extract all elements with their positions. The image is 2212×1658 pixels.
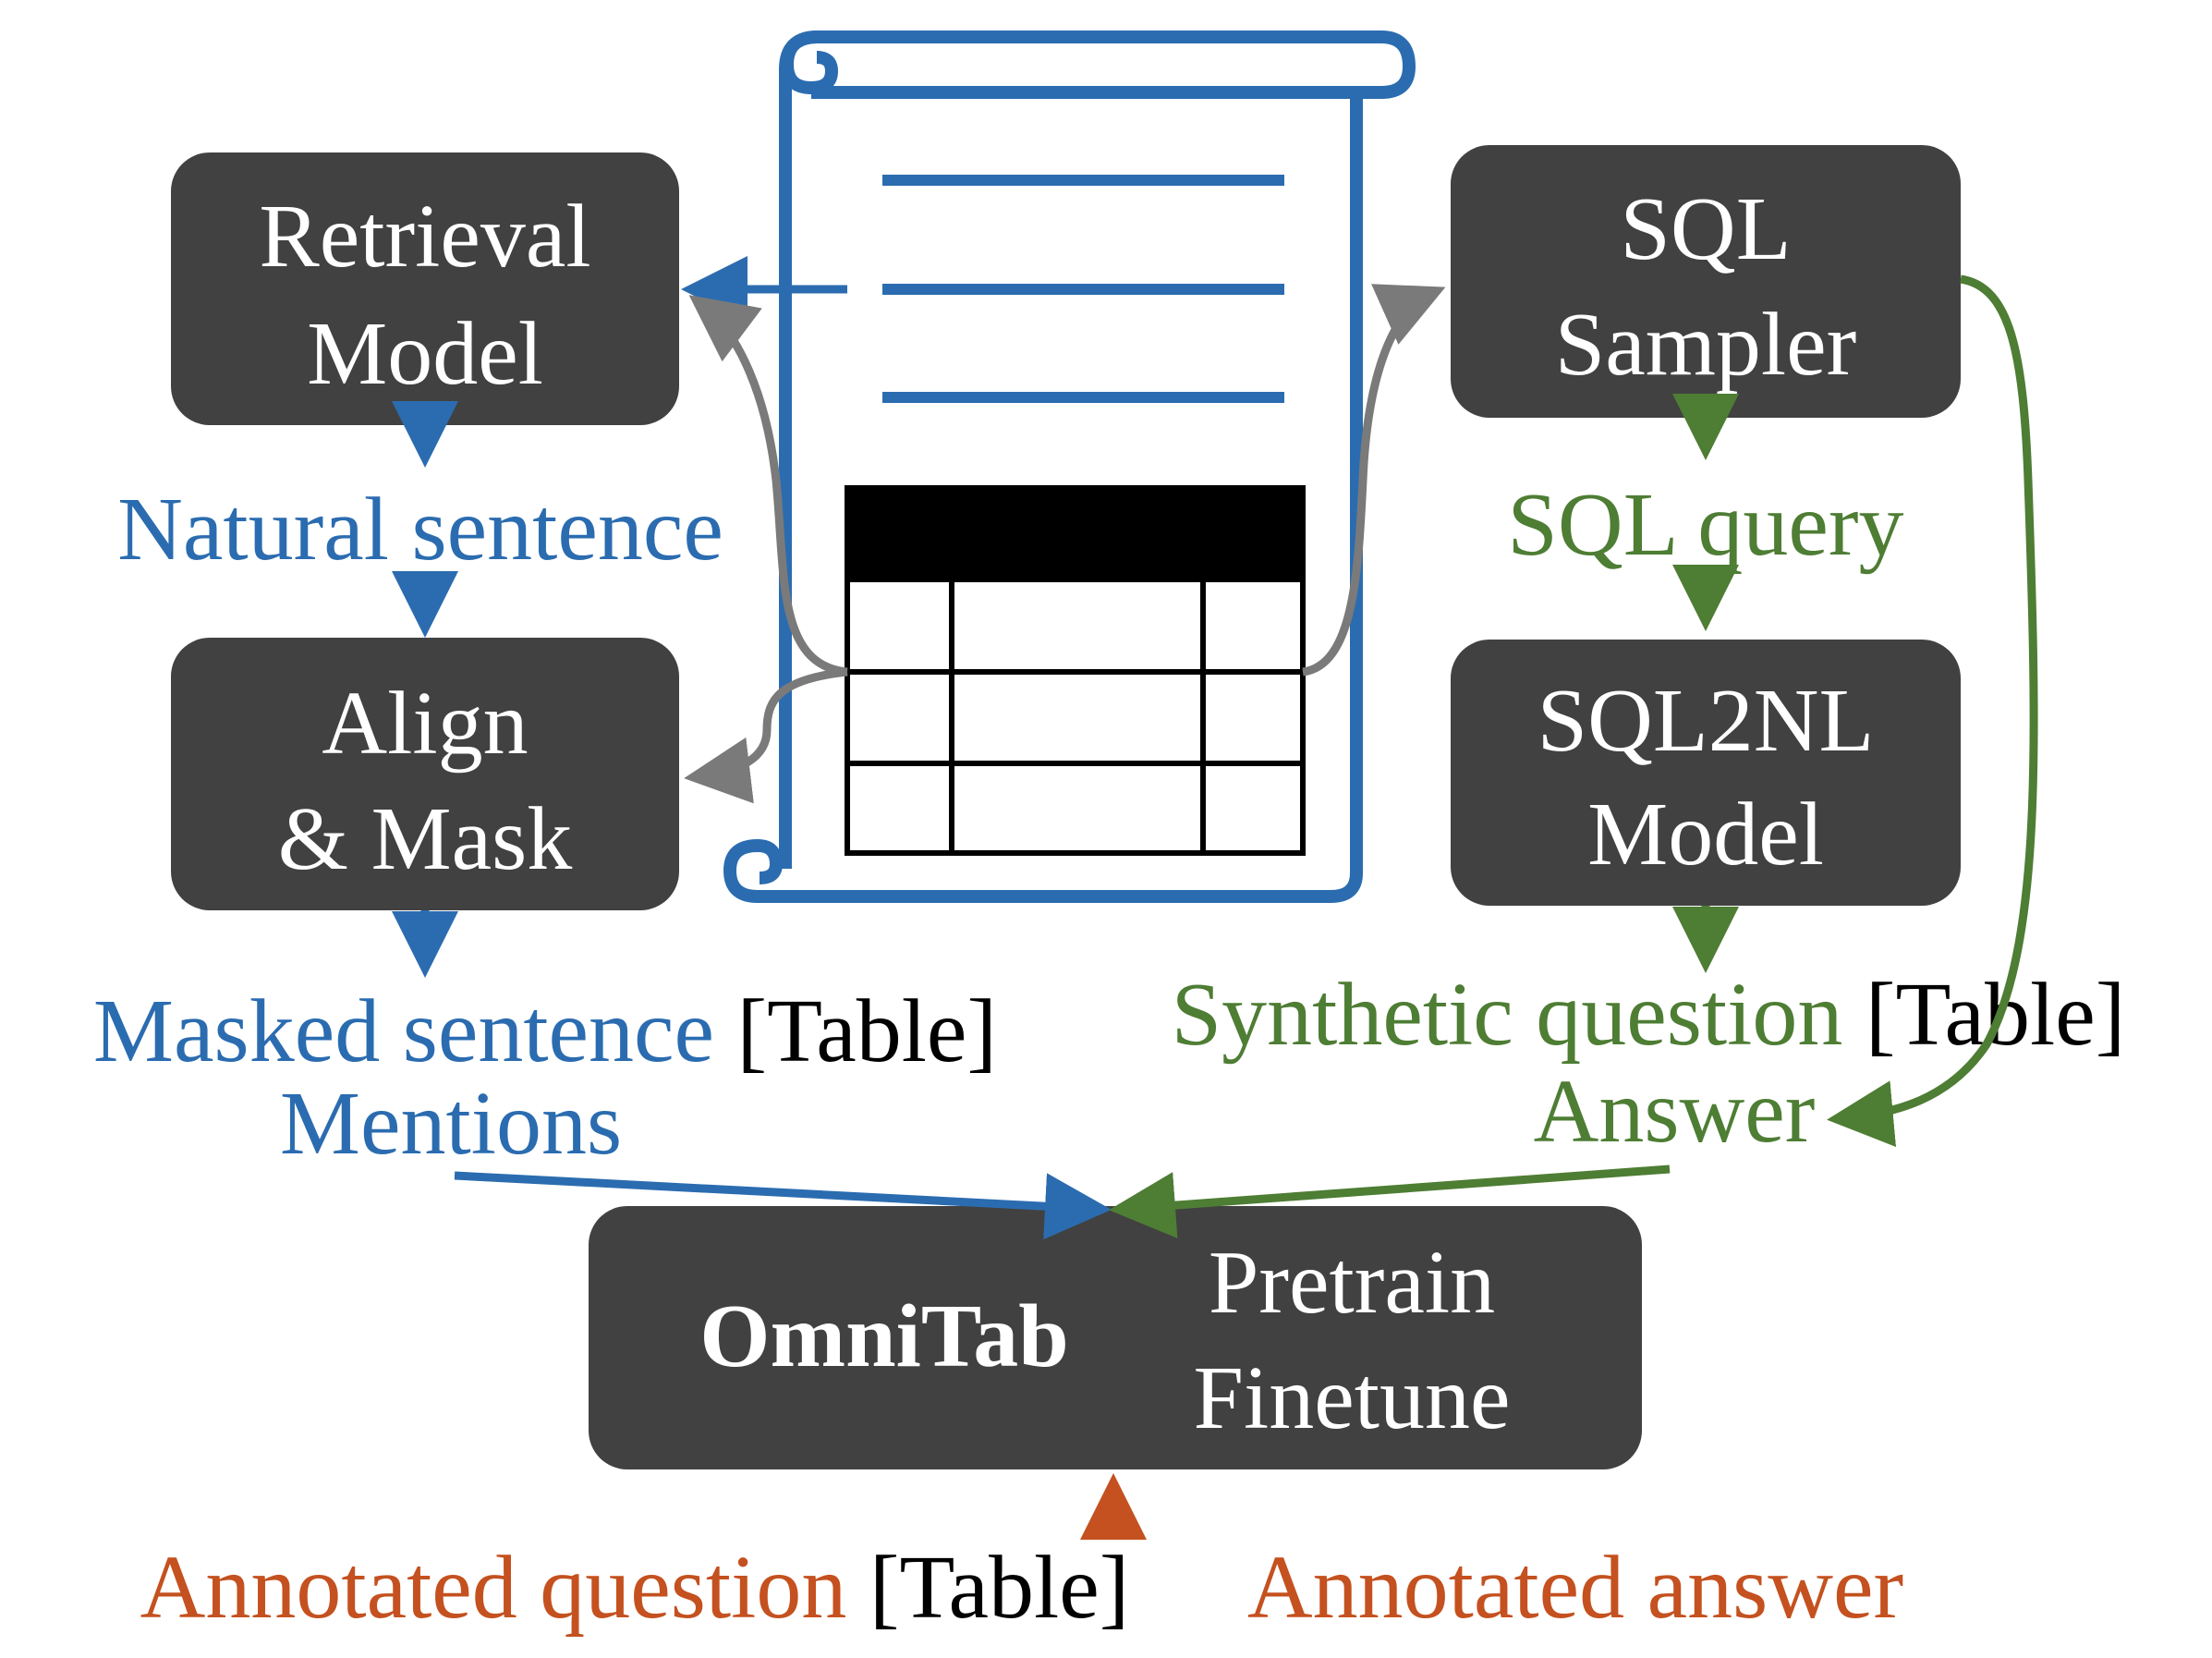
table-bottom-label: [Table]	[869, 1538, 1130, 1638]
sql-sampler-to-answer-arrow	[1827, 274, 2038, 1147]
align-mask-line1: Align	[322, 674, 528, 774]
sql-sampler-line1: SQL	[1620, 179, 1791, 279]
mentions-to-omnitab-arrow	[454, 1171, 1112, 1240]
mentions-label: Mentions	[280, 1074, 622, 1174]
align-mask-box: Align & Mask	[171, 638, 679, 910]
table-to-align-arrow	[684, 667, 848, 804]
table-left-label: [Table]	[737, 981, 998, 1081]
sql2nl-model-line1: SQL2NL	[1537, 671, 1875, 771]
annotated-answer-label: Annotated answer	[1247, 1538, 1903, 1638]
sql-sampler-line2: Sampler	[1555, 295, 1857, 395]
annotated-question-line: Annotated question [Table]	[140, 1538, 1130, 1638]
synthetic-question-label: Synthetic question	[1172, 965, 1843, 1065]
table-to-sql-sampler-arrow	[1302, 284, 1446, 677]
sql-sampler-box: SQL Sampler	[1451, 145, 1961, 418]
omnitab-finetune: Finetune	[1194, 1348, 1511, 1448]
answer-label: Answer	[1534, 1062, 1816, 1162]
retrieval-model-box: Retrieval Model	[171, 152, 679, 425]
omnitab-name: OmniTab	[699, 1286, 1068, 1386]
table-to-retrieval-arrow	[688, 295, 848, 677]
sql2nl-model-box: SQL2NL Model	[1451, 640, 1961, 906]
table-icon	[845, 485, 1306, 856]
scroll-document-icon	[723, 30, 1416, 903]
masked-sentence-label: Masked sentence	[93, 981, 714, 1081]
natural-sentence-label: Natural sentence	[117, 480, 723, 579]
sql2nl-model-line2: Model	[1587, 785, 1824, 884]
retrieval-model-line2: Model	[307, 304, 543, 404]
answer-to-omnitab-arrow	[1109, 1164, 1671, 1238]
table-right-label: [Table]	[1866, 965, 2126, 1065]
masked-sentence-line: Masked sentence [Table]	[93, 981, 997, 1081]
retrieval-model-line1: Retrieval	[259, 187, 590, 286]
align-mask-line2: & Mask	[278, 789, 573, 889]
annotated-question-label: Annotated question	[140, 1538, 847, 1638]
omnitab-pretrain: Pretrain	[1209, 1233, 1495, 1333]
synthetic-question-line: Synthetic question [Table]	[1172, 965, 2126, 1065]
omnitab-box: OmniTab Pretrain Finetune	[589, 1206, 1642, 1469]
sql-query-label: SQL query	[1507, 475, 1903, 575]
